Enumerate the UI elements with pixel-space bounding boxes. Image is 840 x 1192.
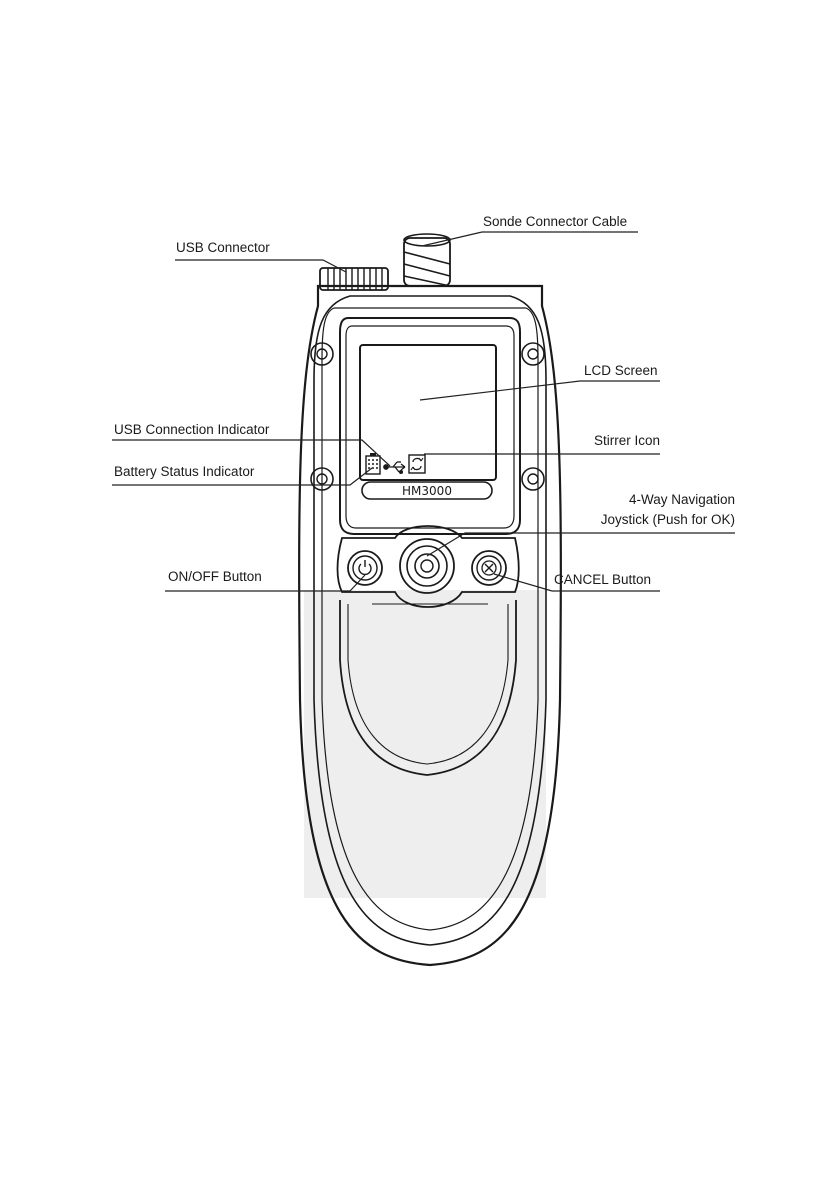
cancel-x-icon xyxy=(482,561,496,575)
model-label: HM3000 xyxy=(402,484,452,498)
sonde-connector-cable-part xyxy=(404,234,450,286)
power-icon xyxy=(359,560,371,574)
label-cancel-button: CANCEL Button xyxy=(554,572,651,587)
face-plate xyxy=(340,318,520,534)
label-joystick-line1: 4-Way Navigation xyxy=(629,492,735,507)
label-sonde-connector-cable: Sonde Connector Cable xyxy=(483,214,627,229)
label-usb-connection-indicator: USB Connection Indicator xyxy=(114,422,270,437)
label-on-off-button: ON/OFF Button xyxy=(168,569,262,584)
cancel-button[interactable] xyxy=(472,551,506,585)
label-stirrer-icon: Stirrer Icon xyxy=(594,433,660,448)
navigation-joystick[interactable] xyxy=(400,539,454,593)
model-label-plate: HM3000 xyxy=(362,482,492,499)
stirrer-icon xyxy=(409,455,425,473)
on-off-button[interactable] xyxy=(348,551,382,585)
label-joystick-line2: Joystick (Push for OK) xyxy=(601,512,735,527)
label-usb-connector: USB Connector xyxy=(176,240,270,255)
label-battery-status-indicator: Battery Status Indicator xyxy=(114,464,255,479)
label-lcd-screen: LCD Screen xyxy=(584,363,658,378)
